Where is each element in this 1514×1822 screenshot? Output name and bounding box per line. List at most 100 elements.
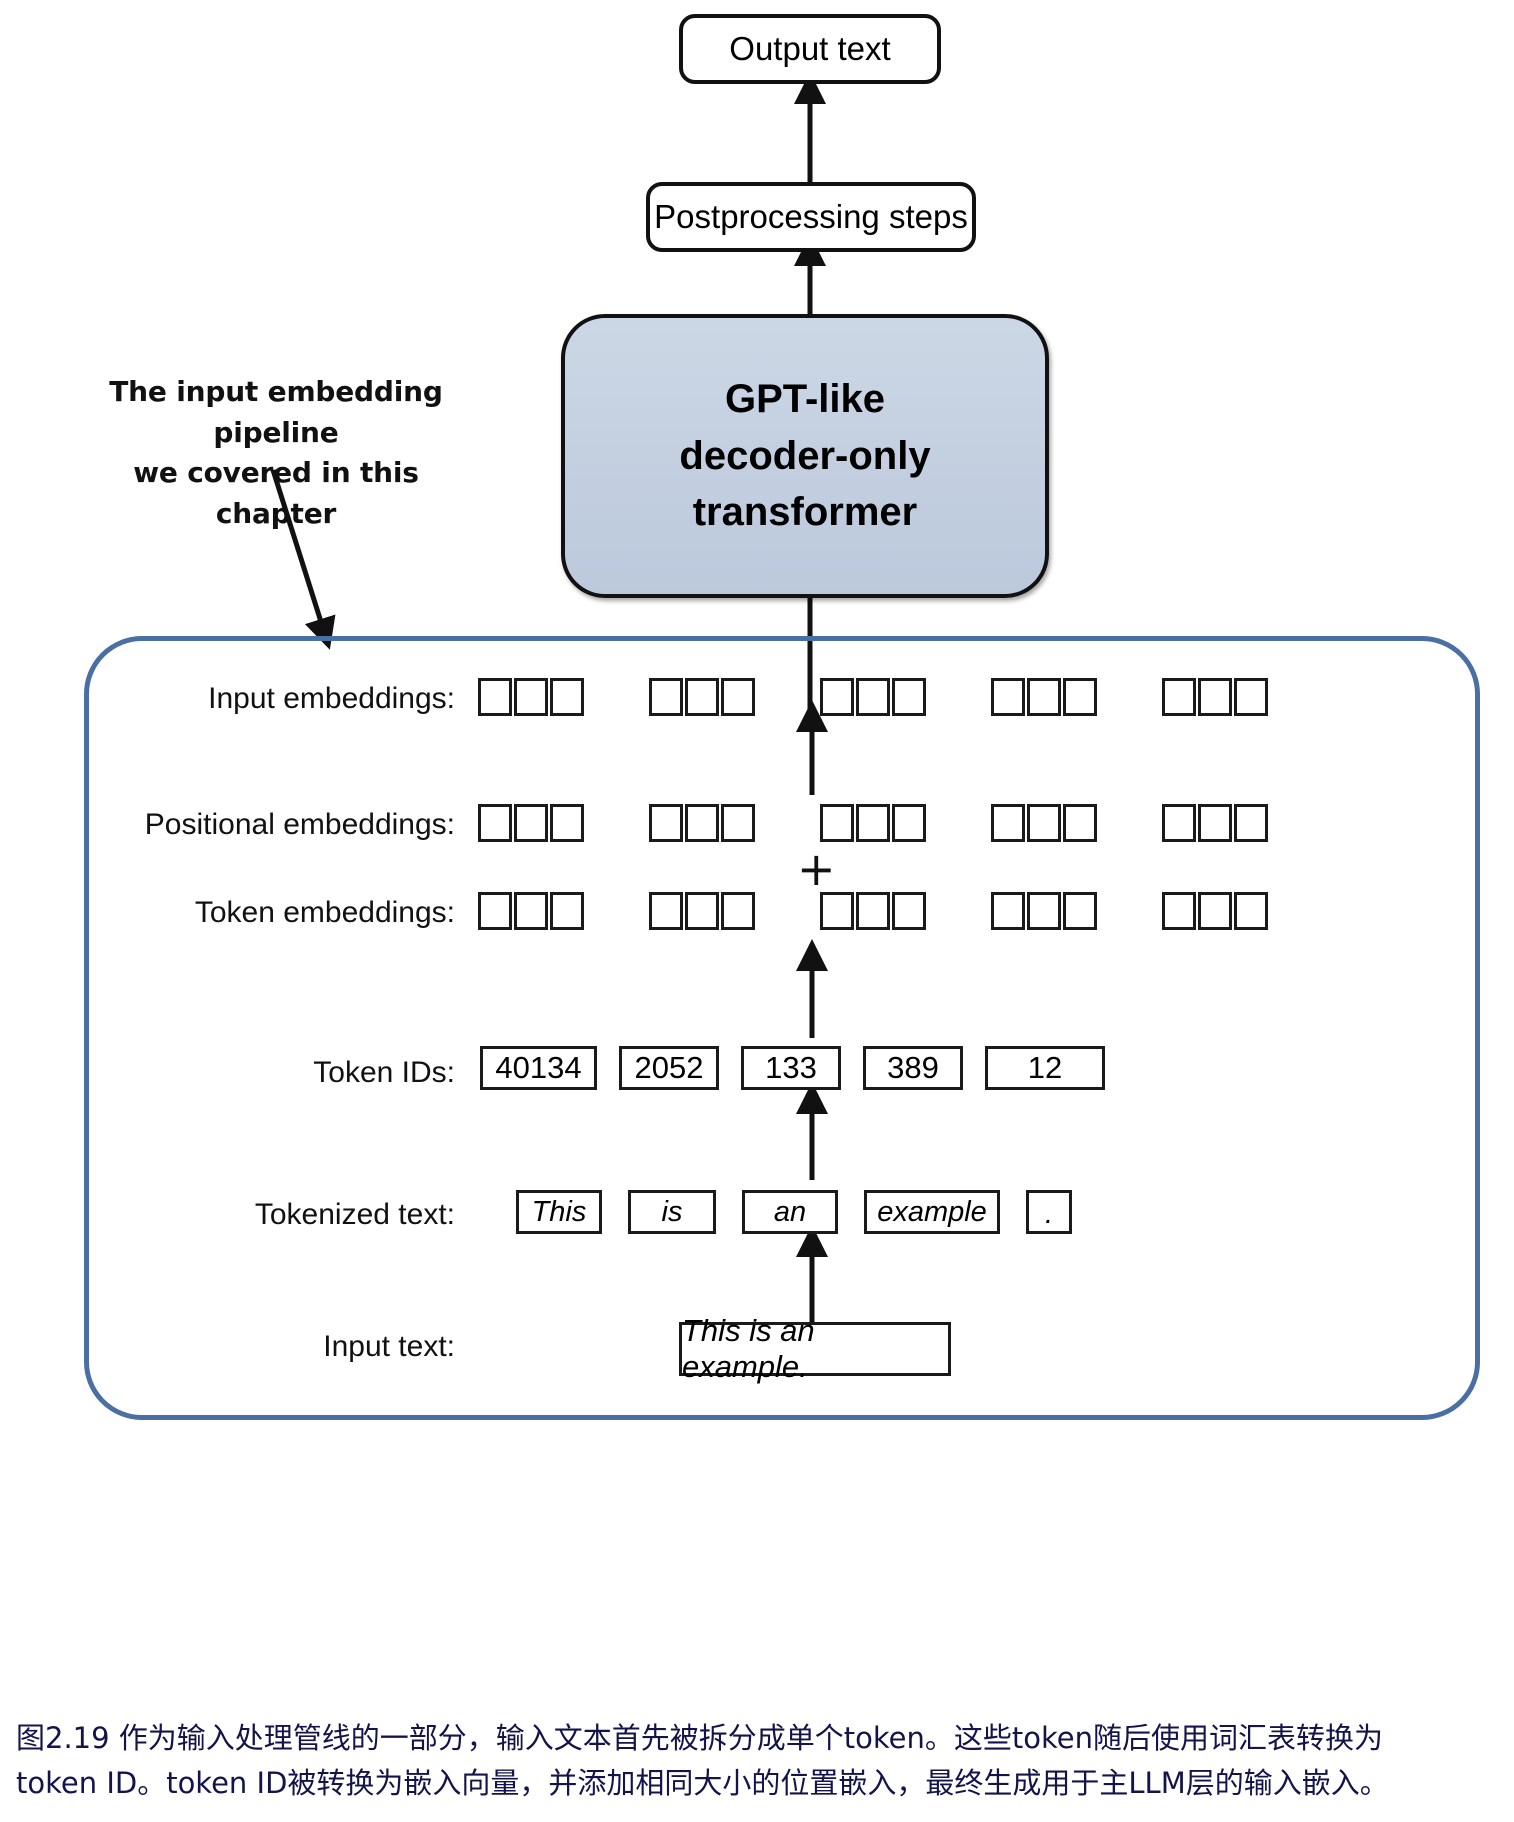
embedding-cell: [685, 804, 719, 842]
embedding-group: [649, 678, 755, 716]
annotation-line-2: we covered in this chapter: [133, 456, 419, 530]
embedding-cell: [892, 892, 926, 930]
embedding-cell: [685, 678, 719, 716]
embedding-cell: [514, 804, 548, 842]
label-input-embeddings: Input embeddings:: [208, 682, 455, 715]
embedding-cell: [1063, 804, 1097, 842]
embedding-cell: [649, 804, 683, 842]
input-embedding-pipeline-container: [84, 636, 1480, 1420]
embedding-group: [991, 804, 1097, 842]
embedding-cell: [1162, 804, 1196, 842]
embedding-cell: [991, 804, 1025, 842]
plus-sign: +: [797, 842, 836, 896]
embedding-group: [820, 804, 926, 842]
embedding-cell: [1198, 678, 1232, 716]
annotation-callout: The input embedding pipeline we covered …: [86, 372, 466, 534]
embedding-cell: [649, 892, 683, 930]
token-id-value: 12: [1027, 1050, 1063, 1085]
embedding-cell: [1198, 892, 1232, 930]
annotation-line-1: The input embedding pipeline: [109, 375, 443, 449]
embedding-group: [1162, 892, 1268, 930]
transformer-line-3: transformer: [692, 490, 918, 535]
embedding-cell: [856, 678, 890, 716]
embedding-cell: [550, 892, 584, 930]
embedding-cell: [478, 892, 512, 930]
embedding-cell: [1162, 678, 1196, 716]
embedding-cell: [820, 678, 854, 716]
label-token-ids: Token IDs:: [313, 1056, 455, 1089]
token-box: an: [742, 1190, 838, 1234]
embedding-cell: [550, 804, 584, 842]
token-id-value: 389: [887, 1050, 939, 1085]
token-id-value: 2052: [634, 1050, 704, 1085]
embedding-cell: [1234, 804, 1268, 842]
row-token-embeddings: [478, 892, 1268, 930]
embedding-cell: [892, 678, 926, 716]
embedding-group: [649, 804, 755, 842]
caption-line-1: 图2.19 作为输入处理管线的一部分，输入文本首先被拆分成单个token。这些t…: [16, 1721, 1383, 1755]
embedding-cell: [478, 804, 512, 842]
embedding-group: [649, 892, 755, 930]
embedding-cell: [1027, 892, 1061, 930]
token-value: an: [773, 1195, 807, 1228]
row-token-ids: 40134 2052 133 389 12: [480, 1046, 1105, 1090]
embedding-cell: [820, 892, 854, 930]
figure-caption: 图2.19 作为输入处理管线的一部分，输入文本首先被拆分成单个token。这些t…: [16, 1716, 1506, 1806]
embedding-cell: [721, 892, 755, 930]
embedding-group: [1162, 804, 1268, 842]
embedding-cell: [721, 678, 755, 716]
embedding-group: [1162, 678, 1268, 716]
embedding-cell: [649, 678, 683, 716]
embedding-cell: [1234, 892, 1268, 930]
output-text-label: Output text: [729, 30, 891, 67]
token-id-box: 2052: [619, 1046, 719, 1090]
token-value: This: [531, 1195, 587, 1228]
caption-line-2: token ID。token ID被转换为嵌入向量，并添加相同大小的位置嵌入，最…: [16, 1765, 1389, 1800]
embedding-group: [991, 892, 1097, 930]
token-id-value: 133: [765, 1050, 817, 1085]
token-id-box: 133: [741, 1046, 841, 1090]
token-id-box: 40134: [480, 1046, 597, 1090]
row-positional-embeddings: [478, 804, 1268, 842]
transformer-line-2: decoder-only: [679, 433, 931, 478]
embedding-cell: [820, 804, 854, 842]
transformer-line-1: GPT-like: [724, 376, 886, 421]
input-text-box: This is an example.: [679, 1313, 951, 1384]
embedding-cell: [721, 804, 755, 842]
embedding-group: [478, 678, 584, 716]
output-text-node: Output text: [679, 14, 941, 84]
gpt-transformer-node: GPT-like decoder-only transformer: [561, 314, 1049, 598]
embedding-cell: [514, 892, 548, 930]
label-token-embeddings: Token embeddings:: [194, 896, 455, 929]
embedding-cell: [892, 804, 926, 842]
token-box: This: [516, 1190, 602, 1234]
embedding-cell: [856, 804, 890, 842]
embedding-cell: [991, 892, 1025, 930]
embedding-group: [478, 892, 584, 930]
token-box: .: [1026, 1190, 1072, 1234]
embedding-cell: [1063, 892, 1097, 930]
embedding-cell: [991, 678, 1025, 716]
embedding-cell: [1198, 804, 1232, 842]
token-value: is: [661, 1195, 683, 1228]
token-id-value: 40134: [495, 1050, 582, 1085]
token-id-box: 12: [985, 1046, 1105, 1090]
input-text-value: This is an example.: [682, 1313, 815, 1384]
label-positional-embeddings: Positional embeddings:: [144, 808, 455, 841]
postprocessing-label: Postprocessing steps: [654, 198, 968, 235]
postprocessing-node: Postprocessing steps: [646, 182, 976, 252]
embedding-cell: [514, 678, 548, 716]
embedding-group: [820, 678, 926, 716]
embedding-cell: [856, 892, 890, 930]
row-tokenized-text: This is an example .: [516, 1190, 1072, 1234]
embedding-cell: [1234, 678, 1268, 716]
token-box: is: [628, 1190, 716, 1234]
embedding-cell: [685, 892, 719, 930]
token-value: .: [1044, 1198, 1054, 1230]
embedding-cell: [1027, 678, 1061, 716]
embedding-cell: [1162, 892, 1196, 930]
label-tokenized-text: Tokenized text:: [254, 1198, 455, 1231]
embedding-cell: [550, 678, 584, 716]
label-input-text: Input text:: [323, 1330, 455, 1363]
embedding-group: [478, 804, 584, 842]
